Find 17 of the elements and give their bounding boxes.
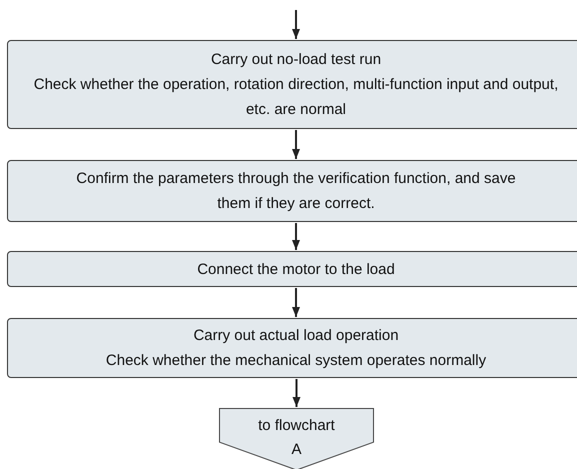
process-box bbox=[7, 251, 577, 287]
process-box bbox=[7, 160, 577, 222]
connector-label: to flowchart A bbox=[257, 416, 336, 460]
step-title: Confirm the parameters through the verification function, and save them if they are correct. bbox=[75, 169, 517, 214]
step-title: Carry out actual load operation bbox=[193, 326, 399, 346]
arrow bbox=[292, 288, 300, 317]
step-description: Check whether the operation, rotation direction, multi-function input and output, etc. are normal bbox=[32, 75, 560, 120]
off-page-connector bbox=[219, 408, 374, 469]
arrow bbox=[292, 223, 300, 250]
process-box bbox=[7, 318, 577, 378]
step-title: Carry out no-load test run bbox=[210, 50, 382, 70]
step-description: Check whether the mechanical system operates normally bbox=[106, 351, 486, 371]
process-box bbox=[7, 40, 577, 129]
arrow bbox=[292, 130, 300, 159]
arrow bbox=[292, 10, 300, 39]
step-title: Connect the motor to the load bbox=[197, 260, 395, 280]
arrow bbox=[292, 379, 300, 407]
